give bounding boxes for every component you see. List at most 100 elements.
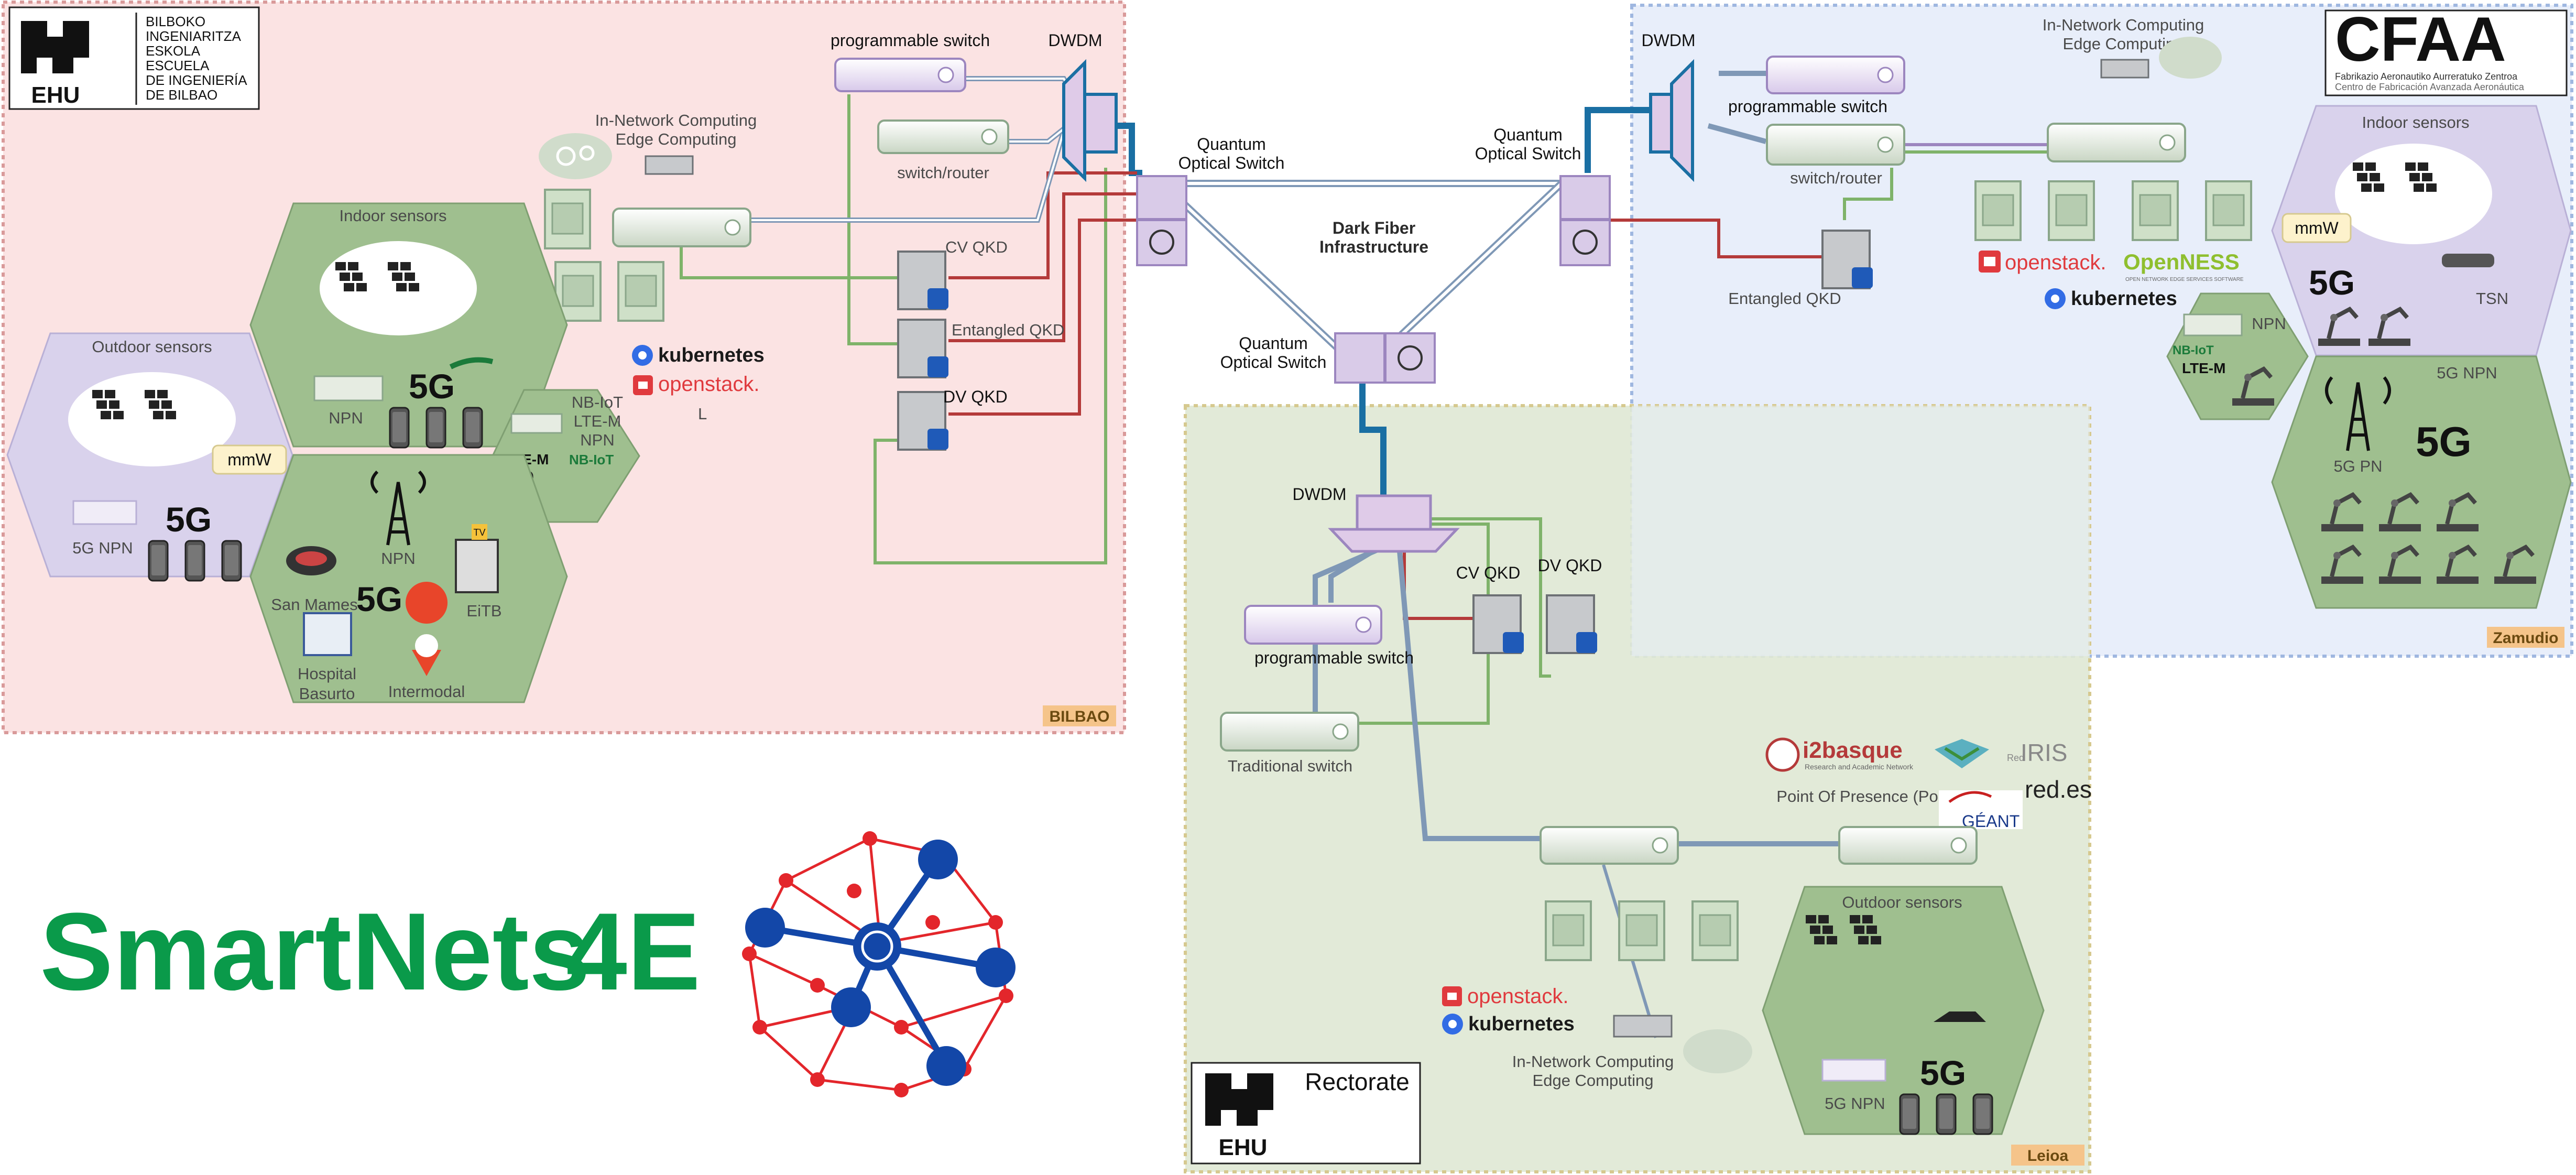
zamudio-switch-router[interactable]	[1766, 124, 1905, 166]
bilbao-dwdm[interactable]	[1062, 59, 1118, 182]
leioa-server-2[interactable]	[1618, 900, 1665, 961]
zamudio-server-4[interactable]	[2205, 180, 2252, 241]
zamudio-npn-label: NPN	[2252, 314, 2286, 333]
svg-text:INGENIARITZA: INGENIARITZA	[146, 28, 242, 44]
svg-text:Research and Academic Network: Research and Academic Network	[1805, 763, 1914, 771]
bilbao-entangled-qkd[interactable]	[897, 319, 948, 378]
bilbao-outdoor-cloud	[68, 372, 236, 466]
bilbao-badge	[1043, 705, 1116, 726]
leioa-cv-qkd[interactable]	[1472, 594, 1524, 654]
leioa-kubernetes-label: kubernetes	[1468, 1013, 1575, 1035]
stadium-icon	[286, 546, 336, 575]
dark-fiber-label-2: Infrastructure	[1319, 237, 1428, 256]
bilbao-edge-cloud-icon	[539, 133, 612, 179]
bilbao-outdoor-npn-device[interactable]	[72, 500, 137, 525]
leioa-5g-npn-device[interactable]	[1821, 1059, 1886, 1082]
leioa-phone-1[interactable]	[1899, 1093, 1920, 1135]
bilbao-cv-qkd-label: CV QKD	[945, 238, 1008, 256]
leioa-vehicle-icon	[1934, 1011, 1986, 1022]
bilbao-server-1[interactable]	[544, 189, 591, 249]
leioa-phone-3[interactable]	[1972, 1093, 1993, 1135]
leioa-programmable-switch[interactable]	[1244, 605, 1382, 645]
leioa-edge-cloud-icon	[1683, 1029, 1752, 1073]
leioa-core-switch-1[interactable]	[1540, 826, 1679, 865]
bilbao-programmable-switch[interactable]	[834, 58, 966, 92]
zamudio-edge-switch[interactable]	[2047, 123, 2186, 162]
bilbao-outdoor-phone-1[interactable]	[148, 540, 169, 582]
zamudio-badge	[2487, 627, 2564, 648]
smartnets-wordmark: SmartNets 4E	[40, 890, 701, 1013]
bilbao-indoor-label: Indoor sensors	[339, 206, 446, 225]
zamudio-programmable-switch[interactable]	[1766, 56, 1905, 94]
leioa-server-3[interactable]	[1691, 900, 1739, 961]
bilbao-indoor-phone-2[interactable]	[425, 407, 446, 449]
leioa-kubernetes-icon	[1442, 1014, 1463, 1035]
bilbao-edge-label-2: Edge Computing	[616, 130, 737, 148]
bilbao-programmable-switch-label: programmable switch	[831, 31, 990, 50]
bilbao-nbiot-device[interactable]	[510, 413, 563, 434]
bilbao-nbiot-label-1: NB-IoT	[572, 393, 623, 411]
bilbao-badge-text: BILBAO	[1050, 708, 1110, 725]
bilbao-antenna-icon	[370, 470, 426, 546]
bilbao-indoor-phone-3[interactable]	[462, 407, 483, 449]
zamudio-antenna-icon	[2325, 376, 2391, 451]
leioa-dv-qkd-label: DV QKD	[1538, 556, 1602, 575]
bilbao-edge-switch[interactable]	[612, 208, 751, 247]
bilbao-cv-qkd[interactable]	[897, 251, 948, 310]
zamudio-openness-label: OpenNESS	[2123, 249, 2240, 274]
zamudio-dwdm[interactable]	[1649, 59, 1694, 182]
zamudio-server-2[interactable]	[2048, 180, 2095, 241]
svg-text:IRIS: IRIS	[2021, 739, 2067, 766]
bilbao-eitb-label: EiTB	[466, 602, 501, 620]
leioa-outdoor-5g: 5G	[1920, 1053, 1966, 1092]
bilbao-city-5g: 5G	[356, 580, 402, 618]
zamudio-server-3[interactable]	[2132, 180, 2179, 241]
leioa-edge-label-1: In-Network Computing	[1512, 1052, 1674, 1071]
svg-text:SmartNets: SmartNets	[40, 890, 590, 1013]
dark-fiber-label-1: Dark Fiber	[1333, 219, 1415, 237]
ehu-bilbao-logo: EHU BILBOKO INGENIARITZA ESKOLA ESCUELA …	[8, 6, 260, 110]
bilbao-indoor-phone-1[interactable]	[389, 407, 410, 449]
bilbao-server-3[interactable]	[617, 261, 664, 322]
zamudio-quantum-switch[interactable]	[1559, 175, 1611, 266]
svg-text:i2basque: i2basque	[1803, 737, 1903, 763]
bilbao-dv-qkd[interactable]	[897, 391, 948, 451]
bilbao-hospital-label-1: Hospital	[298, 665, 356, 683]
zamudio-dwdm-label: DWDM	[1641, 31, 1695, 50]
eitb-icon: TV	[455, 524, 499, 593]
svg-text:ESKOLA: ESKOLA	[146, 43, 201, 59]
zamudio-5g-big: 5G	[2416, 418, 2472, 465]
leioa-edge-device	[1613, 1015, 1673, 1038]
zamudio-ltem-badge: LTE-M	[2182, 360, 2225, 376]
bilbao-quantum-switch-label-2: Optical Switch	[1178, 154, 1285, 172]
bilbao-switch-router[interactable]	[877, 119, 1009, 154]
leioa-dv-qkd[interactable]	[1546, 594, 1597, 654]
leioa-programmable-switch-label: programmable switch	[1254, 648, 1414, 667]
leioa-edge-label-2: Edge Computing	[1533, 1071, 1654, 1090]
svg-text:EHU: EHU	[1219, 1135, 1268, 1160]
zamudio-mmw-label: mmW	[2295, 219, 2339, 237]
zamudio-npn-device[interactable]	[2183, 313, 2243, 336]
bilbao-quantum-switch[interactable]	[1136, 175, 1187, 266]
leioa-openstack-icon	[1442, 986, 1462, 1006]
bilbao-kubernetes-icon	[632, 345, 653, 366]
zamudio-openstack-icon	[1979, 251, 2001, 273]
leioa-quantum-switch[interactable]	[1334, 332, 1436, 384]
leioa-server-1[interactable]	[1545, 900, 1592, 961]
bilbao-indoor-5g-swoosh	[449, 357, 494, 369]
bilbao-nbiot-label-3: NPN	[580, 431, 614, 449]
leioa-dwdm[interactable]	[1328, 494, 1460, 553]
bilbao-outdoor-phone-3[interactable]	[221, 540, 242, 582]
leioa-phone-2[interactable]	[1936, 1093, 1957, 1135]
bilbao-npn-device[interactable]	[313, 375, 384, 401]
leioa-core-switch-2[interactable]	[1838, 826, 1978, 865]
bilbao-outdoor-phone-2[interactable]	[184, 540, 205, 582]
leioa-cv-qkd-label: CV QKD	[1456, 563, 1521, 582]
zamudio-server-1[interactable]	[1974, 180, 2022, 241]
leioa-traditional-switch[interactable]	[1220, 712, 1359, 752]
zamudio-entangled-qkd[interactable]	[1821, 230, 1873, 289]
bilbao-switch-router-label: switch/router	[897, 164, 989, 182]
zamudio-entangled-qkd-label: Entangled QKD	[1728, 289, 1841, 308]
bilbao-entangled-qkd-label: Entangled QKD	[952, 321, 1064, 339]
bilbao-edge-label-1: In-Network Computing	[595, 111, 757, 129]
